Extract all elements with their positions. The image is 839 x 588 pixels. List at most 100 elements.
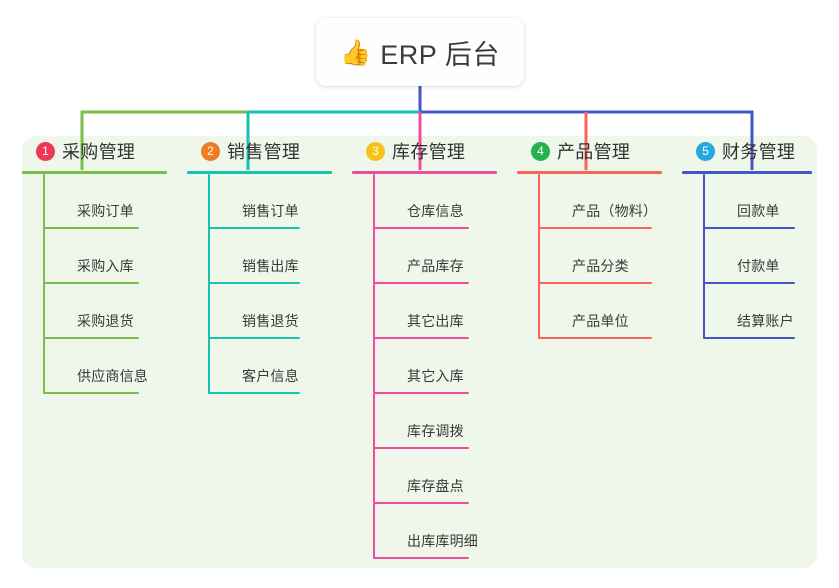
branch-column-2: 2 销售管理销售订单销售出库销售退货客户信息 (187, 136, 352, 394)
branch-title-2: 销售管理 (227, 142, 301, 162)
branch-item-rule (208, 392, 300, 394)
branch-item-label: 其它出库 (407, 313, 464, 329)
branch-item[interactable]: 其它入库 (373, 339, 517, 394)
branch-item-label: 产品分类 (572, 258, 629, 274)
branch-item-label: 销售退货 (242, 313, 299, 329)
root-node[interactable]: 👍 ERP 后台 (316, 18, 524, 86)
branch-header-2[interactable]: 2 销售管理 (187, 136, 352, 166)
branch-item[interactable]: 采购订单 (43, 174, 187, 229)
branch-item[interactable]: 付款单 (703, 229, 832, 284)
branch-column-1: 1 采购管理采购订单采购入库采购退货供应商信息 (22, 136, 187, 394)
branch-header-4[interactable]: 4 产品管理 (517, 136, 682, 166)
branch-item[interactable]: 销售退货 (208, 284, 352, 339)
branch-item-rule (538, 282, 652, 284)
branch-item[interactable]: 产品（物料） (538, 174, 682, 229)
branch-item-rule (373, 337, 469, 339)
branch-item[interactable]: 采购退货 (43, 284, 187, 339)
branch-item-rule (373, 447, 469, 449)
branch-title-4: 产品管理 (557, 142, 631, 162)
branch-title-5: 财务管理 (722, 142, 796, 162)
branch-item-label: 销售出库 (242, 258, 299, 274)
branch-items-1: 采购订单采购入库采购退货供应商信息 (22, 174, 187, 394)
branch-item-rule (373, 502, 469, 504)
branch-item-rule (43, 282, 139, 284)
branch-underline-2 (187, 171, 332, 174)
branch-item-rule (208, 337, 300, 339)
root-node-label: ERP 后台 (380, 39, 500, 70)
branch-items-3: 仓库信息产品库存其它出库其它入库库存调拨库存盘点出库库明细 (352, 174, 517, 559)
branch-item-rule (373, 392, 469, 394)
branch-item[interactable]: 库存盘点 (373, 449, 517, 504)
branch-number-badge-2: 2 (201, 141, 220, 161)
branch-item-label: 采购退货 (77, 313, 134, 329)
branch-underline-3 (352, 171, 497, 174)
branch-number-badge-1: 1 (36, 141, 55, 161)
branch-item-label: 出库库明细 (407, 533, 478, 549)
branch-item[interactable]: 库存调拨 (373, 394, 517, 449)
branch-header-1[interactable]: 1 采购管理 (22, 136, 187, 166)
branch-item-rule (43, 227, 139, 229)
branch-item-rule (208, 282, 300, 284)
branch-item[interactable]: 销售出库 (208, 229, 352, 284)
thumbs-up-icon: 👍 (340, 38, 372, 67)
branch-items-2: 销售订单销售出库销售退货客户信息 (187, 174, 352, 394)
branch-item-rule (43, 337, 139, 339)
branch-item[interactable]: 采购入库 (43, 229, 187, 284)
branch-spine-2 (208, 174, 210, 394)
branch-item[interactable]: 产品库存 (373, 229, 517, 284)
branch-item-rule (43, 392, 139, 394)
branch-item-label: 其它入库 (407, 368, 464, 384)
branch-number-badge-3: 3 (366, 141, 385, 161)
branch-item[interactable]: 销售订单 (208, 174, 352, 229)
branch-item[interactable]: 供应商信息 (43, 339, 187, 394)
branch-underline-4 (517, 171, 662, 174)
branch-item-rule (538, 337, 652, 339)
branch-underline-1 (22, 171, 167, 174)
branch-spine-4 (538, 174, 540, 339)
branch-item-label: 产品库存 (407, 258, 464, 274)
branch-header-3[interactable]: 3 库存管理 (352, 136, 517, 166)
branch-title-1: 采购管理 (62, 142, 136, 162)
branch-item-rule (208, 227, 300, 229)
branch-item[interactable]: 结算账户 (703, 284, 832, 339)
branch-item-label: 付款单 (737, 258, 780, 274)
branch-column-3: 3 库存管理仓库信息产品库存其它出库其它入库库存调拨库存盘点出库库明细 (352, 136, 517, 559)
branch-item-rule (373, 227, 469, 229)
branch-item[interactable]: 产品分类 (538, 229, 682, 284)
branch-spine-1 (43, 174, 45, 394)
branch-item-label: 结算账户 (737, 313, 794, 329)
branch-item[interactable]: 出库库明细 (373, 504, 517, 559)
branch-underline-5 (682, 171, 812, 174)
branch-item-label: 仓库信息 (407, 203, 464, 219)
branch-item-rule (373, 557, 469, 559)
branch-columns: 1 采购管理采购订单采购入库采购退货供应商信息 2 销售管理销售订单销售出库销售退货客… (0, 136, 839, 588)
branch-spine-3 (373, 174, 375, 559)
branch-item-rule (703, 282, 795, 284)
branch-item-rule (703, 337, 795, 339)
branch-item[interactable]: 其它出库 (373, 284, 517, 339)
branch-item-label: 采购入库 (77, 258, 134, 274)
branch-number-badge-4: 4 (531, 141, 550, 161)
branch-item-label: 产品单位 (572, 313, 629, 329)
branch-item-rule (373, 282, 469, 284)
branch-item[interactable]: 产品单位 (538, 284, 682, 339)
branch-header-5[interactable]: 5 财务管理 (682, 136, 832, 166)
branch-item-label: 供应商信息 (77, 368, 148, 384)
branch-item-label: 销售订单 (242, 203, 299, 219)
branch-spine-5 (703, 174, 705, 339)
branch-items-5: 回款单付款单结算账户 (682, 174, 832, 339)
branch-item[interactable]: 仓库信息 (373, 174, 517, 229)
branch-title-3: 库存管理 (392, 142, 466, 162)
branch-items-4: 产品（物料） 产品分类产品单位 (517, 174, 682, 339)
branch-item-rule (703, 227, 795, 229)
branch-item[interactable]: 客户信息 (208, 339, 352, 394)
branch-item[interactable]: 回款单 (703, 174, 832, 229)
branch-item-label: 库存盘点 (407, 478, 464, 494)
branch-item-rule (538, 227, 652, 229)
branch-item-label: 采购订单 (77, 203, 134, 219)
branch-item-label: 回款单 (737, 203, 780, 219)
branch-item-label: 产品（物料） (572, 203, 658, 219)
branch-number-badge-5: 5 (696, 141, 715, 161)
branch-item-label: 库存调拨 (407, 423, 464, 439)
